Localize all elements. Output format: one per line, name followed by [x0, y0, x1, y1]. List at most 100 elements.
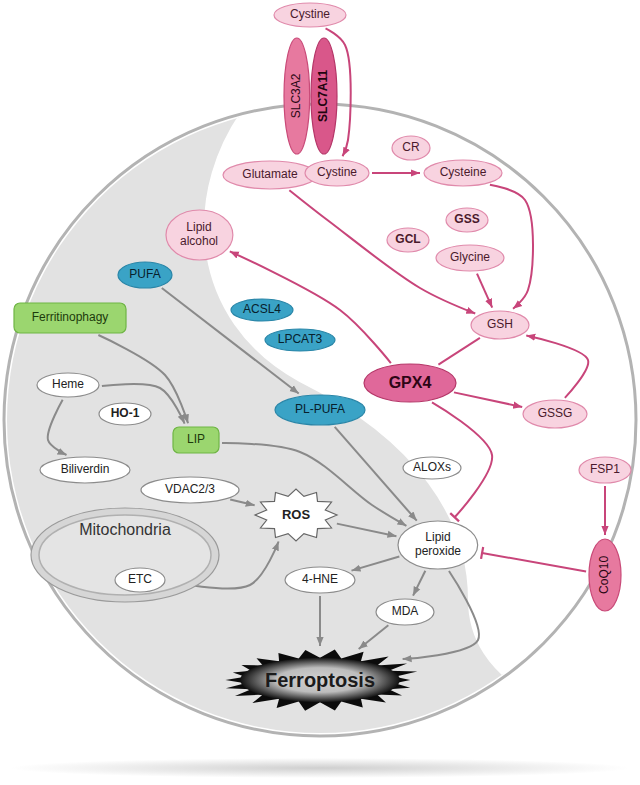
ellipse-outline — [589, 539, 621, 611]
node-label: GSSG — [538, 407, 573, 421]
ellipse-outline — [579, 457, 631, 483]
floor-shadow — [10, 758, 630, 778]
node-label: Glutamate — [242, 168, 297, 182]
ellipse-outline — [305, 160, 369, 186]
arrow-connector — [526, 335, 588, 397]
cytoplasm-region — [0, 100, 640, 785]
process-ellipse: Cystine — [273, 2, 347, 28]
ellipse-outline — [231, 299, 293, 321]
ellipse-outline — [118, 262, 172, 288]
node-label: ALOXs — [413, 461, 451, 475]
process-ellipse: GCL — [386, 227, 430, 253]
node-label: Cystine — [317, 166, 357, 180]
node-label: Heme — [52, 378, 84, 392]
node-label: PUFA — [129, 268, 160, 282]
burst-shape: ROS — [255, 489, 337, 541]
process-ellipse: Lipid alcohol — [165, 209, 234, 261]
process-box: LIP — [172, 426, 220, 454]
process-ellipse: SLC3A2 — [283, 37, 311, 155]
arrow-connector — [230, 251, 391, 363]
ellipse-outline — [275, 395, 365, 425]
arrow-connector — [477, 274, 492, 308]
node-label: Lipid alcohol — [176, 221, 222, 249]
node-label: PL-PUFA — [295, 403, 345, 417]
inhibition-connector — [482, 553, 586, 572]
node-label: Lipid peroxide — [410, 531, 466, 559]
process-ellipse: GPX4 — [363, 363, 457, 403]
process-ellipse: ALOXs — [402, 456, 462, 480]
ellipse-outline — [398, 521, 478, 569]
process-ellipse: ETC — [114, 567, 166, 593]
arrow-connector — [359, 625, 389, 649]
process-ellipse: CR — [391, 135, 431, 161]
process-ellipse: HO-1 — [98, 402, 152, 426]
process-ellipse: PUFA — [117, 261, 173, 289]
arrow-connector — [413, 571, 425, 596]
process-ellipse: Heme — [36, 372, 100, 398]
ellipse-outline — [376, 599, 434, 625]
process-ellipse: MitochondriaETC — [30, 507, 220, 603]
ellipse-outline — [436, 245, 504, 271]
ellipse-outline — [403, 457, 461, 479]
process-ellipse: LPCAT3 — [264, 328, 336, 352]
process-ellipse: GSSG — [522, 399, 588, 429]
ellipse-outline — [274, 3, 346, 27]
node-label: SLC3A2 — [290, 74, 304, 119]
arrow-connector — [438, 338, 480, 365]
process-ellipse: 4-HNE — [284, 566, 356, 594]
process-ellipse: Biliverdin — [39, 456, 131, 484]
process-box: Ferritinophagy — [13, 302, 127, 334]
node-label: LIP — [187, 433, 205, 447]
ellipse-outline — [223, 161, 317, 189]
node-label: CR — [402, 141, 419, 155]
arrow-connector — [319, 596, 321, 646]
burst-shape: Ferroptosis — [215, 649, 425, 711]
ellipse-outline — [311, 38, 337, 154]
process-ellipse: Cysteine — [423, 159, 503, 187]
ellipse-outline — [392, 136, 430, 160]
node-label: Ferroptosis — [265, 669, 375, 692]
arrow-connector — [372, 172, 420, 174]
node-label: LPCAT3 — [278, 333, 322, 347]
box-outline — [14, 303, 126, 333]
process-ellipse: Lipid peroxide — [397, 520, 479, 570]
process-ellipse: Glutamate — [222, 160, 318, 190]
node-label: GCL — [395, 233, 420, 247]
node-label: HO-1 — [111, 407, 140, 421]
burst-outline — [255, 489, 337, 541]
node-label: ACSL4 — [243, 303, 281, 317]
node-label: FSP1 — [590, 463, 620, 477]
ellipse-outline — [40, 457, 130, 483]
node-label: Cysteine — [440, 166, 487, 180]
splat-glow — [240, 658, 400, 703]
ellipse-outline — [471, 311, 529, 339]
arrow-connector — [337, 524, 397, 537]
node-label: Glycine — [450, 251, 490, 265]
arrow-connector — [48, 400, 67, 455]
splat-outline — [225, 650, 417, 711]
inner-membrane — [39, 515, 211, 595]
node-label: 4-HNE — [302, 573, 338, 587]
node-label: Mitochondria — [79, 521, 171, 539]
arrow-connector — [230, 499, 254, 505]
ellipse-outline — [31, 508, 219, 602]
process-ellipse: CoQ10 — [588, 538, 622, 612]
ellipse-outline — [265, 329, 335, 351]
node-label: ROS — [282, 508, 310, 523]
process-ellipse: VDAC2/3 — [140, 476, 240, 504]
ellipse-outline — [115, 568, 165, 592]
arrow-connector — [490, 185, 533, 309]
process-ellipse: SLC7A11 — [310, 37, 338, 155]
ellipse-outline — [166, 210, 233, 260]
arrow-connector — [604, 486, 606, 535]
node-label: CoQ10 — [598, 556, 612, 594]
ellipse-outline — [99, 403, 151, 425]
process-ellipse: FSP1 — [578, 456, 632, 484]
arrow-connector — [352, 556, 400, 570]
node-label: Biliverdin — [61, 463, 110, 477]
box-outline — [173, 427, 219, 453]
arrow-connector — [454, 392, 522, 407]
ellipse-outline — [387, 228, 429, 252]
process-ellipse: ACSL4 — [230, 298, 294, 322]
node-label: ETC — [128, 573, 152, 587]
